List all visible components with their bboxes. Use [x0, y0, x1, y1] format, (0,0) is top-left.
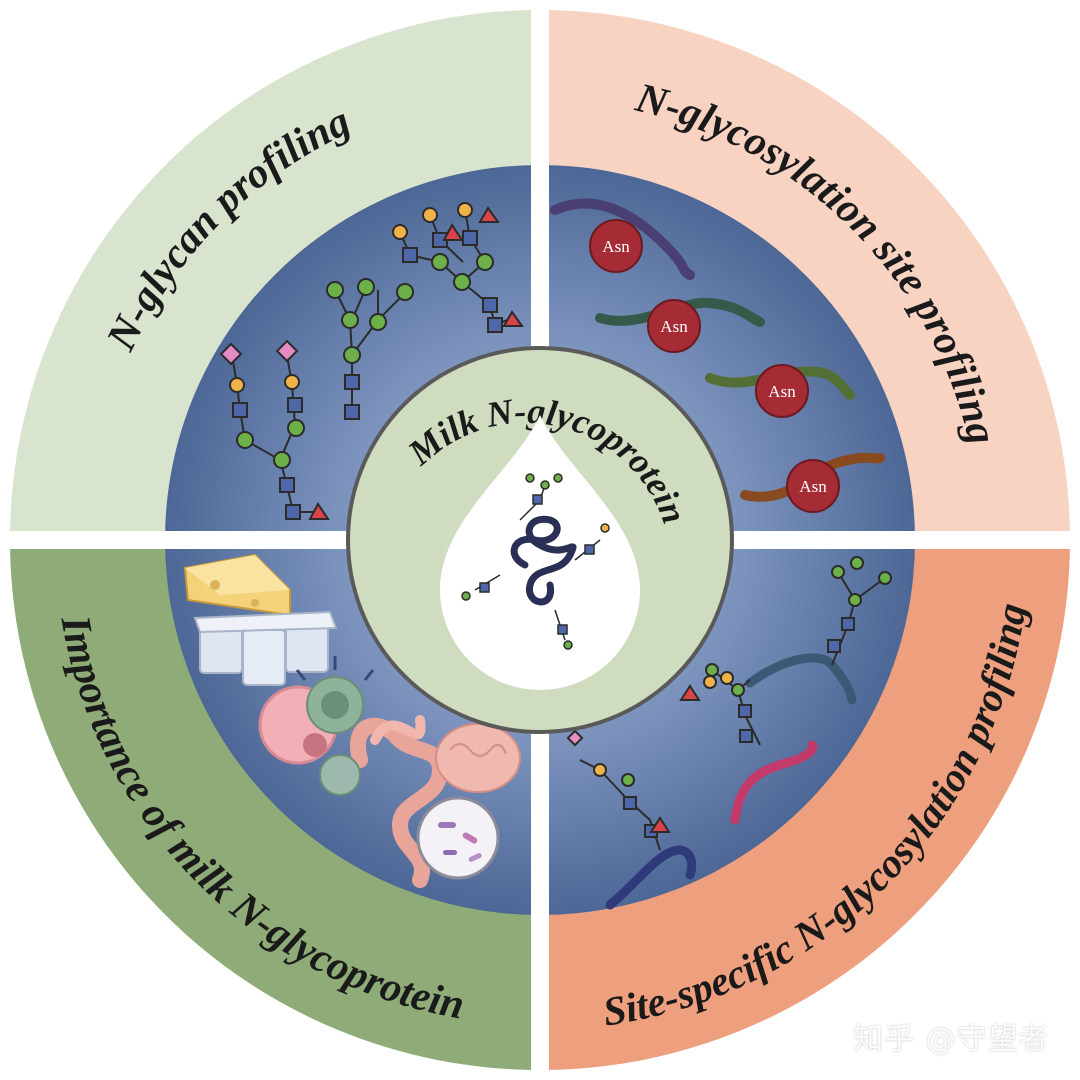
svg-text:Asn: Asn — [768, 382, 796, 401]
glycopeptides — [566, 556, 892, 910]
gut-microbiota-illustration — [416, 796, 500, 880]
brain-illustration — [435, 723, 521, 793]
svg-text:Asn: Asn — [660, 317, 688, 336]
asn-circle-2: Asn — [647, 299, 701, 353]
asn-circle-3: Asn — [755, 364, 809, 418]
asn-peptides — [550, 198, 885, 502]
svg-text:Asn: Asn — [799, 477, 827, 496]
svg-text:Asn: Asn — [602, 237, 630, 256]
cheese-illustration — [183, 553, 291, 617]
n-glycan-structures — [219, 202, 524, 520]
asn-circle-1: Asn — [589, 219, 643, 273]
immune-cells-illustration — [295, 656, 375, 796]
milk-drop — [440, 415, 640, 690]
watermark-text: 知乎 @守望者 — [853, 1022, 1050, 1057]
glycoprotein-illustration — [461, 473, 610, 650]
asn-circle-4: Asn — [786, 459, 840, 513]
yogurt-cups-illustration — [193, 610, 338, 686]
